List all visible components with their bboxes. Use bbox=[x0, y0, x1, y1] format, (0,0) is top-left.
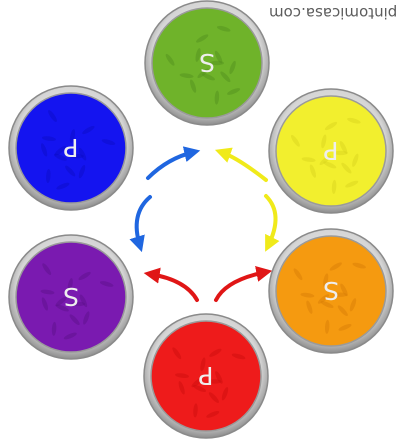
orange-pot-label: S bbox=[323, 276, 339, 305]
red-paint-pot: P bbox=[144, 314, 268, 438]
purple-paint-pot: S bbox=[9, 235, 133, 359]
yellow-to-green-arrow bbox=[221, 152, 266, 180]
red-pot-label: P bbox=[198, 361, 213, 390]
purple-pot-label: S bbox=[63, 282, 79, 311]
blue-to-purple-arrow bbox=[137, 197, 150, 246]
watermark: pintomicasa.com bbox=[269, 4, 397, 22]
blue-pot-label: P bbox=[63, 133, 78, 162]
yellow-to-orange-arrow bbox=[266, 196, 276, 246]
red-to-orange-arrow bbox=[216, 272, 266, 300]
yellow-pot-label: P bbox=[323, 136, 338, 165]
blue-paint-pot: P bbox=[9, 86, 133, 210]
green-paint-pot: S bbox=[145, 1, 269, 125]
orange-paint-pot: S bbox=[269, 229, 393, 353]
green-pot-label: S bbox=[199, 48, 215, 77]
red-to-purple-arrow bbox=[150, 274, 197, 300]
yellow-paint-pot: P bbox=[269, 89, 393, 213]
blue-to-green-arrow bbox=[148, 152, 194, 178]
